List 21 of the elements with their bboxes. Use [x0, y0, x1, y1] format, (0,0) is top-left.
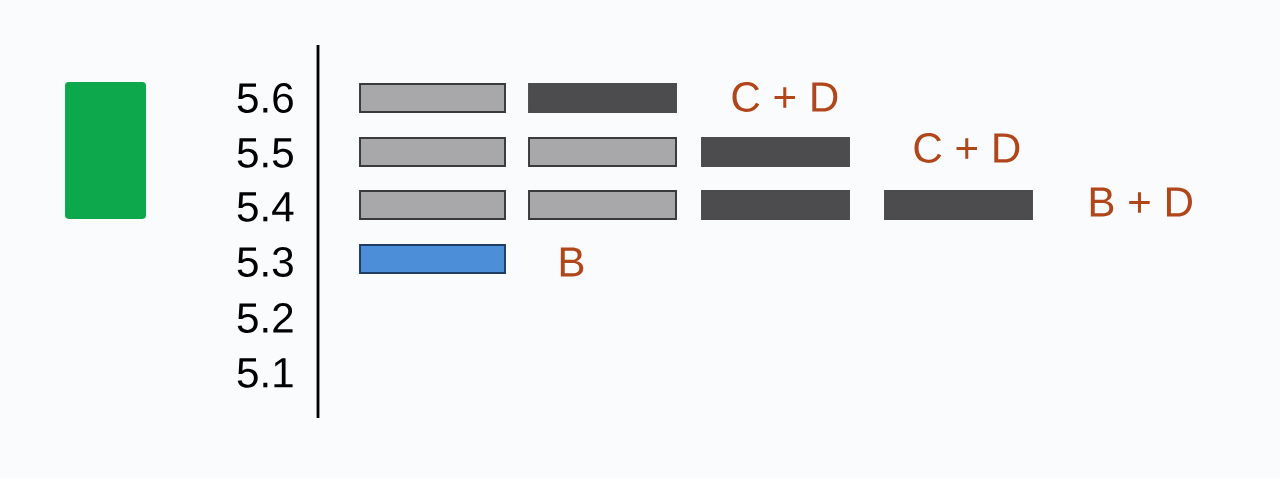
tick-label: 5.1: [237, 358, 293, 388]
bar: [884, 190, 1033, 220]
bar: [359, 137, 506, 167]
tick-label: 5.4: [237, 192, 294, 222]
bar: [359, 83, 506, 113]
tick-label: 5.6: [237, 83, 293, 113]
tick-label: 5.3: [237, 247, 293, 277]
bar: [528, 137, 677, 167]
bar: [701, 137, 850, 167]
row-label: C + D: [914, 133, 1020, 163]
bar: [359, 244, 506, 274]
row-label: B: [560, 247, 584, 277]
row-label: C + D: [732, 82, 838, 112]
bar: [528, 83, 677, 113]
bar: [701, 190, 850, 220]
block: [65, 82, 146, 219]
tick-label: 5.2: [237, 303, 293, 333]
bar: [359, 190, 506, 220]
bar: [528, 190, 677, 220]
tick-label: 5.5: [237, 138, 293, 168]
row-label: B + D: [1090, 187, 1192, 217]
